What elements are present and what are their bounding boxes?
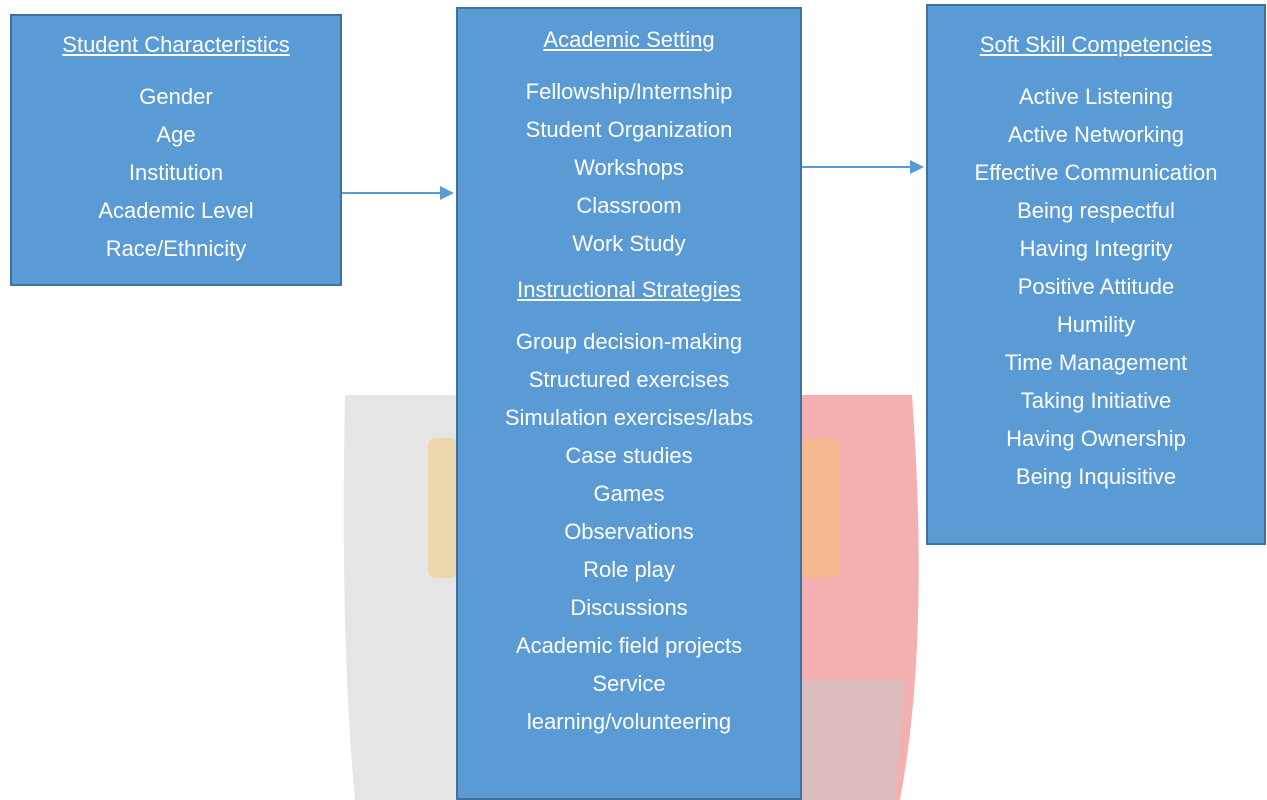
list-item: Fellowship/Internship — [525, 79, 733, 104]
academic-setting-list: Fellowship/Internship Student Organizati… — [458, 73, 800, 263]
list-item: learning/volunteering — [526, 709, 732, 734]
list-item: Gender — [139, 84, 213, 109]
list-item: Effective Communication — [974, 160, 1218, 185]
arrow-right-icon — [802, 160, 924, 174]
list-item: Case studies — [565, 443, 693, 468]
student-characteristics-heading: Student Characteristics — [62, 32, 290, 57]
list-item: Race/Ethnicity — [105, 236, 247, 261]
list-item: Structured exercises — [528, 367, 730, 392]
list-item: Academic Level — [98, 198, 254, 223]
student-characteristics-list: Gender Age Institution Academic Level Ra… — [12, 78, 340, 268]
student-characteristics-box: Student Characteristics Gender Age Insti… — [10, 14, 342, 286]
list-item: Active Networking — [1007, 122, 1185, 147]
list-item: Age — [156, 122, 196, 147]
list-item: Being Inquisitive — [1015, 464, 1177, 489]
list-item: Work Study — [572, 231, 686, 256]
list-item: Games — [593, 481, 665, 506]
list-item: Active Listening — [1018, 84, 1174, 109]
list-item: Being respectful — [1017, 198, 1175, 223]
list-item: Institution — [128, 160, 224, 185]
list-item: Time Management — [1004, 350, 1188, 375]
list-item: Student Organization — [525, 117, 733, 142]
list-item: Role play — [583, 557, 675, 582]
instructional-strategies-heading: Instructional Strategies — [517, 277, 741, 302]
list-item: Humility — [1056, 312, 1136, 337]
list-item: Having Integrity — [1019, 236, 1173, 261]
academic-setting-box: Academic Setting Fellowship/Internship S… — [456, 7, 802, 800]
instructional-strategies-list: Group decision-making Structured exercis… — [458, 323, 800, 741]
list-item: Taking Initiative — [1020, 388, 1172, 413]
soft-skill-competencies-box: Soft Skill Competencies Active Listening… — [926, 4, 1266, 545]
watermark-gray-left — [343, 395, 460, 800]
list-item: Workshops — [574, 155, 684, 180]
academic-setting-heading: Academic Setting — [543, 27, 715, 52]
arrow-right-icon — [342, 186, 454, 200]
list-item: Observations — [564, 519, 694, 544]
list-item: Academic field projects — [515, 633, 743, 658]
list-item: Classroom — [576, 193, 682, 218]
list-item: Simulation exercises/labs — [504, 405, 754, 430]
watermark-inner-left — [428, 438, 458, 578]
watermark-gray-right — [800, 680, 905, 800]
list-item: Discussions — [570, 595, 688, 620]
list-item: Positive Attitude — [1017, 274, 1175, 299]
watermark-inner-right — [802, 438, 840, 578]
soft-skill-competencies-list: Active Listening Active Networking Effec… — [928, 78, 1264, 496]
list-item: Service — [592, 671, 666, 696]
soft-skill-competencies-heading: Soft Skill Competencies — [979, 32, 1213, 57]
list-item: Having Ownership — [1006, 426, 1186, 451]
list-item: Group decision-making — [515, 329, 743, 354]
